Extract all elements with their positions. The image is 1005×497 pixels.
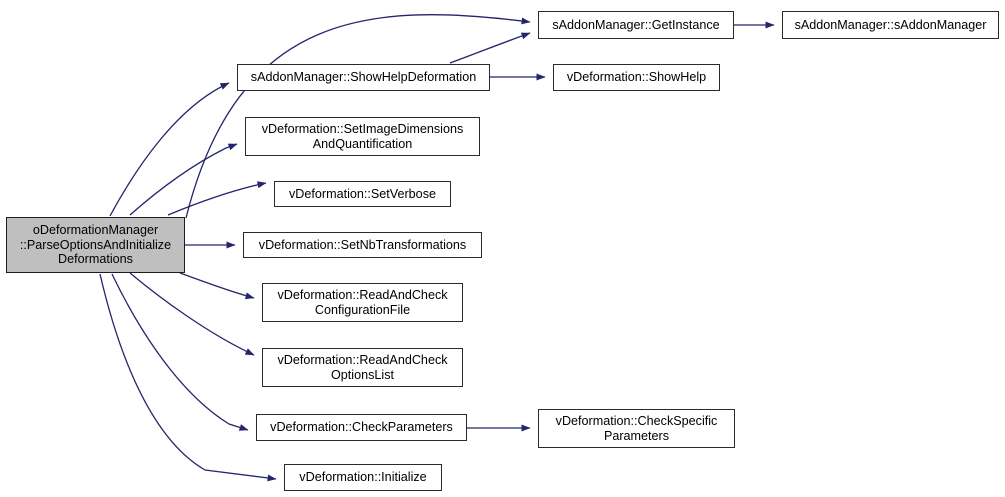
- graph-node-saddonmanager[interactable]: sAddonManager::sAddonManager: [782, 11, 999, 39]
- graph-edge-root-to-checkparameters: [111, 273, 249, 431]
- graph-node-label: sAddonManager::sAddonManager: [794, 17, 987, 32]
- graph-node-label: vDeformation::CheckParameters: [270, 420, 453, 435]
- graph-edge-root-to-initialize: [99, 273, 277, 482]
- graph-node-setverbose[interactable]: vDeformation::SetVerbose: [274, 181, 451, 207]
- graph-node-label: vDeformation::ShowHelp: [566, 70, 707, 85]
- graph-node-label: vDeformation::ReadAndCheck Configuration…: [277, 288, 448, 317]
- graph-edge-showhelpdeformation-to-getinstance: [449, 32, 531, 64]
- graph-node-label: vDeformation::SetImageDimensions AndQuan…: [261, 122, 464, 151]
- graph-node-setnbtransformations[interactable]: vDeformation::SetNbTransformations: [243, 232, 482, 258]
- graph-edge-root-to-setimagedimensions: [129, 143, 238, 216]
- graph-node-label: vDeformation::CheckSpecific Parameters: [555, 414, 718, 443]
- graph-node-root[interactable]: oDeformationManager ::ParseOptionsAndIni…: [6, 217, 185, 273]
- graph-node-readandcheckoptions[interactable]: vDeformation::ReadAndCheck OptionsList: [262, 348, 463, 387]
- graph-node-initialize[interactable]: vDeformation::Initialize: [284, 464, 442, 491]
- graph-node-label: vDeformation::ReadAndCheck OptionsList: [277, 353, 448, 382]
- graph-node-showhelp[interactable]: vDeformation::ShowHelp: [553, 64, 720, 91]
- graph-node-readandcheckconfig[interactable]: vDeformation::ReadAndCheck Configuration…: [262, 283, 463, 322]
- graph-node-label: vDeformation::SetVerbose: [288, 186, 436, 201]
- graph-edge-root-to-setverbose: [167, 181, 267, 216]
- graph-node-label: sAddonManager::ShowHelpDeformation: [250, 70, 477, 85]
- graph-node-showhelpdeformation[interactable]: sAddonManager::ShowHelpDeformation: [237, 64, 490, 91]
- graph-edge-root-to-getinstance: [185, 14, 531, 219]
- graph-node-checkspecificparameters[interactable]: vDeformation::CheckSpecific Parameters: [538, 409, 735, 448]
- edges-group: [99, 14, 775, 482]
- graph-edge-root-to-readandcheckoptions: [129, 272, 255, 356]
- graph-node-getinstance[interactable]: sAddonManager::GetInstance: [538, 11, 734, 39]
- graph-node-label: oDeformationManager ::ParseOptionsAndIni…: [19, 223, 172, 267]
- graph-node-checkparameters[interactable]: vDeformation::CheckParameters: [256, 414, 467, 441]
- graph-node-label: vDeformation::Initialize: [299, 470, 427, 485]
- graph-node-label: sAddonManager::GetInstance: [552, 17, 720, 32]
- graph-node-label: vDeformation::SetNbTransformations: [258, 237, 467, 252]
- graph-node-setimagedimensions[interactable]: vDeformation::SetImageDimensions AndQuan…: [245, 117, 480, 156]
- graph-edge-root-to-readandcheckconfig: [179, 272, 255, 300]
- graph-edge-root-to-showhelpdeformation: [109, 82, 230, 217]
